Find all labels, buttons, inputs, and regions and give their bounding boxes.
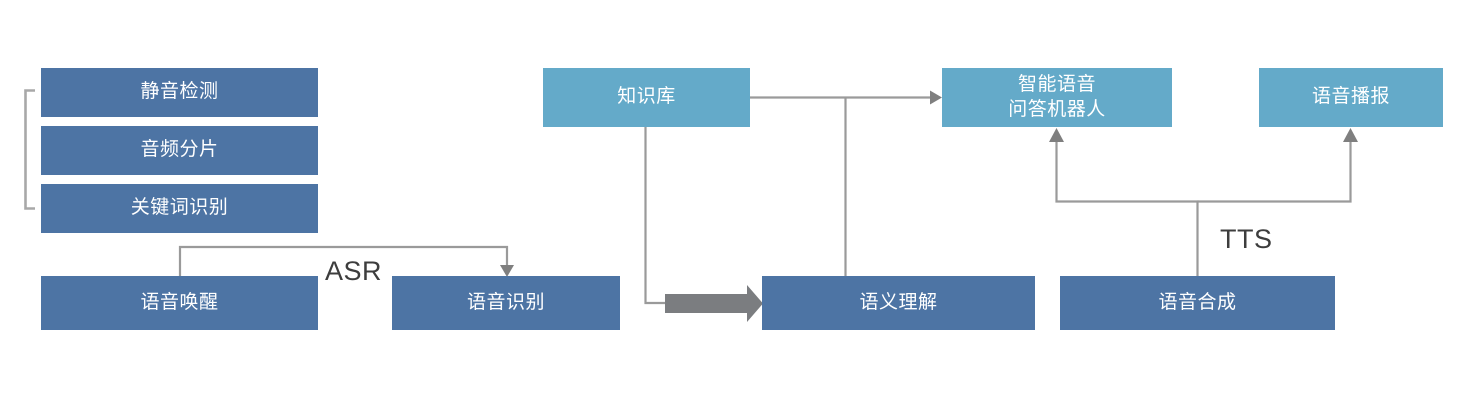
block-arrow-into-semantic: [665, 285, 763, 322]
node-silence-detection[interactable]: 静音检测: [41, 68, 318, 117]
node-speech-recognition[interactable]: 语音识别: [392, 276, 620, 330]
edge-label-tts: TTS: [1220, 224, 1273, 254]
node-speech-synthesis[interactable]: 语音合成: [1060, 276, 1335, 330]
node-voice-wakeup[interactable]: 语音唤醒: [41, 276, 318, 330]
node-knowledge-base[interactable]: 知识库: [543, 68, 750, 127]
edge-label-asr: ASR: [325, 256, 383, 286]
node-qa-robot[interactable]: 智能语音 问答机器人: [942, 68, 1172, 127]
edge-speech-synthesis-to-broadcast: [1197, 140, 1352, 203]
edge-speech-synthesis-trunk: [1055, 140, 1199, 276]
edge-speech-synthesis-to-qa-robot-arrowhead: [1049, 128, 1064, 142]
node-voice-broadcast[interactable]: 语音播报: [1259, 68, 1443, 127]
preprocessing-group-bracket: [24, 89, 35, 210]
edge-knowledge-base-to-qa-robot-arrowhead: [930, 90, 942, 105]
edge-speech-synthesis-to-broadcast-arrowhead: [1343, 128, 1358, 142]
node-semantic-understanding[interactable]: 语义理解: [762, 276, 1035, 330]
node-audio-segmentation[interactable]: 音频分片: [41, 126, 318, 175]
node-keyword-recognition[interactable]: 关键词识别: [41, 184, 318, 233]
edge-knowledge-base-to-semantic: [644, 127, 668, 305]
